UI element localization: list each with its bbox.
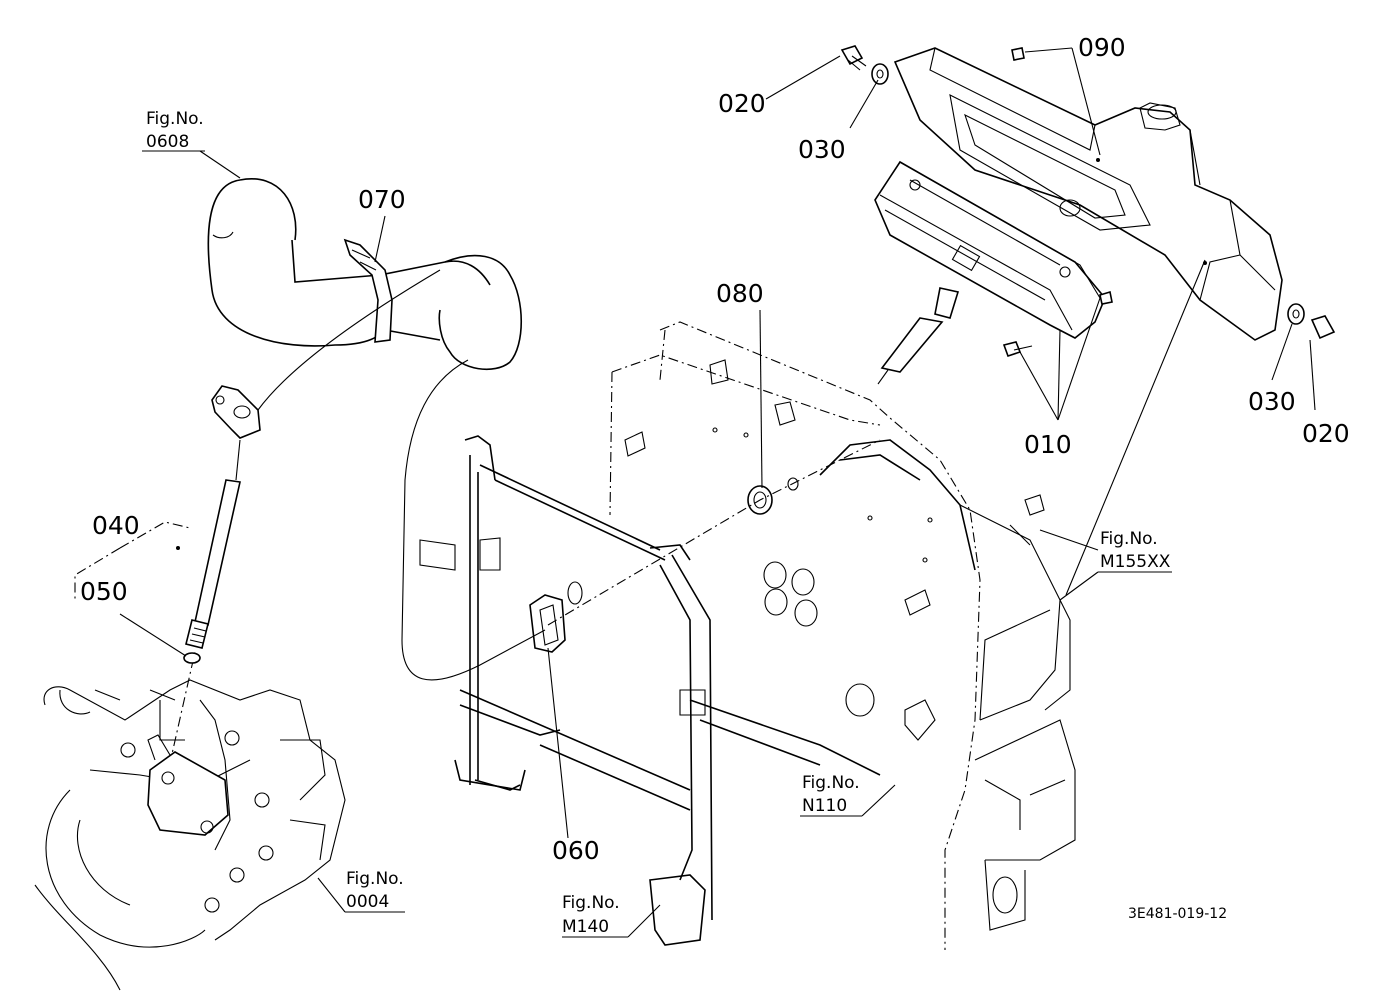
meter-cable-end bbox=[877, 287, 960, 385]
support-frame bbox=[419, 359, 881, 946]
fig-ref-m140-number: M140 bbox=[562, 917, 609, 937]
part-label-030-top: 030 bbox=[798, 135, 846, 164]
part-label-090: 090 bbox=[1078, 33, 1126, 62]
fig-ref-n110-number: N110 bbox=[802, 796, 847, 816]
washer-030-right bbox=[1287, 303, 1305, 325]
part-label-020-right: 020 bbox=[1302, 419, 1350, 448]
transmission-housing bbox=[34, 679, 346, 991]
meter-panel-cover bbox=[893, 47, 1283, 341]
cable-070-clip bbox=[343, 238, 393, 343]
part-label-020-top: 020 bbox=[718, 89, 766, 118]
fig-ref-m155xx-number: M155XX bbox=[1100, 552, 1171, 572]
dash-panel-body bbox=[567, 321, 1076, 950]
speed-sensor-housing bbox=[147, 734, 229, 836]
oring-050 bbox=[183, 652, 201, 664]
hose-0608 bbox=[207, 178, 523, 370]
speed-cable bbox=[235, 269, 546, 681]
fig-ref-m140-label: Fig.No. bbox=[562, 893, 620, 913]
shaft-040 bbox=[176, 479, 241, 649]
fig-ref-0004-number: 0004 bbox=[346, 892, 389, 912]
fig-ref-m155xx-label: Fig.No. bbox=[1100, 529, 1158, 549]
leader-lines bbox=[74, 47, 1316, 938]
part-labels: 020 030 090 030 020 010 070 080 040 050 … bbox=[80, 33, 1350, 865]
washer-030-top bbox=[871, 63, 889, 85]
screw-020-right bbox=[1310, 315, 1336, 340]
part-label-070: 070 bbox=[358, 185, 406, 214]
screw-090 bbox=[1011, 47, 1025, 61]
screws-010 bbox=[1002, 290, 1113, 358]
figure-references: Fig.No. 0608 Fig.No. 0004 Fig.No. M140 F… bbox=[146, 109, 1171, 937]
meter-cluster bbox=[874, 160, 1106, 339]
centerline-grommets bbox=[547, 439, 881, 626]
screw-020-top bbox=[840, 45, 867, 71]
part-label-040: 040 bbox=[92, 511, 140, 540]
part-label-010: 010 bbox=[1024, 430, 1072, 459]
drawing-code: 3E481-019-12 bbox=[1128, 906, 1227, 922]
part-label-050: 050 bbox=[80, 577, 128, 606]
grommet-060 bbox=[529, 594, 566, 653]
grommet-080 bbox=[747, 477, 799, 515]
fig-ref-0004-label: Fig.No. bbox=[346, 869, 404, 889]
fig-ref-n110-label: Fig.No. bbox=[802, 773, 860, 793]
part-label-060: 060 bbox=[552, 836, 600, 865]
part-label-030-right: 030 bbox=[1248, 387, 1296, 416]
fig-ref-0608-number: 0608 bbox=[146, 132, 189, 152]
fig-ref-0608-label: Fig.No. bbox=[146, 109, 204, 129]
cable-bracket bbox=[211, 385, 261, 439]
part-label-080: 080 bbox=[716, 279, 764, 308]
